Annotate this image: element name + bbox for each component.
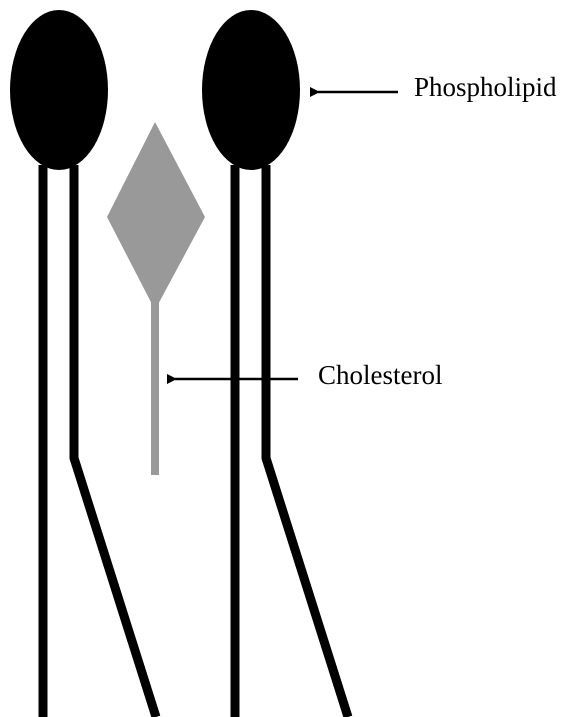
cholesterol-callout: Cholesterol <box>175 360 442 390</box>
phospholipid-left <box>10 10 156 717</box>
phospholipid-left-head <box>10 10 108 170</box>
cholesterol-label: Cholesterol <box>318 360 442 390</box>
cholesterol-molecule <box>107 122 205 475</box>
phospholipid-right-tail-kinked <box>266 165 348 717</box>
phospholipid-callout: Phospholipid <box>318 72 557 102</box>
cholesterol-ring <box>107 122 205 310</box>
phospholipid-right-head <box>202 10 300 170</box>
phospholipid-label: Phospholipid <box>414 72 557 102</box>
